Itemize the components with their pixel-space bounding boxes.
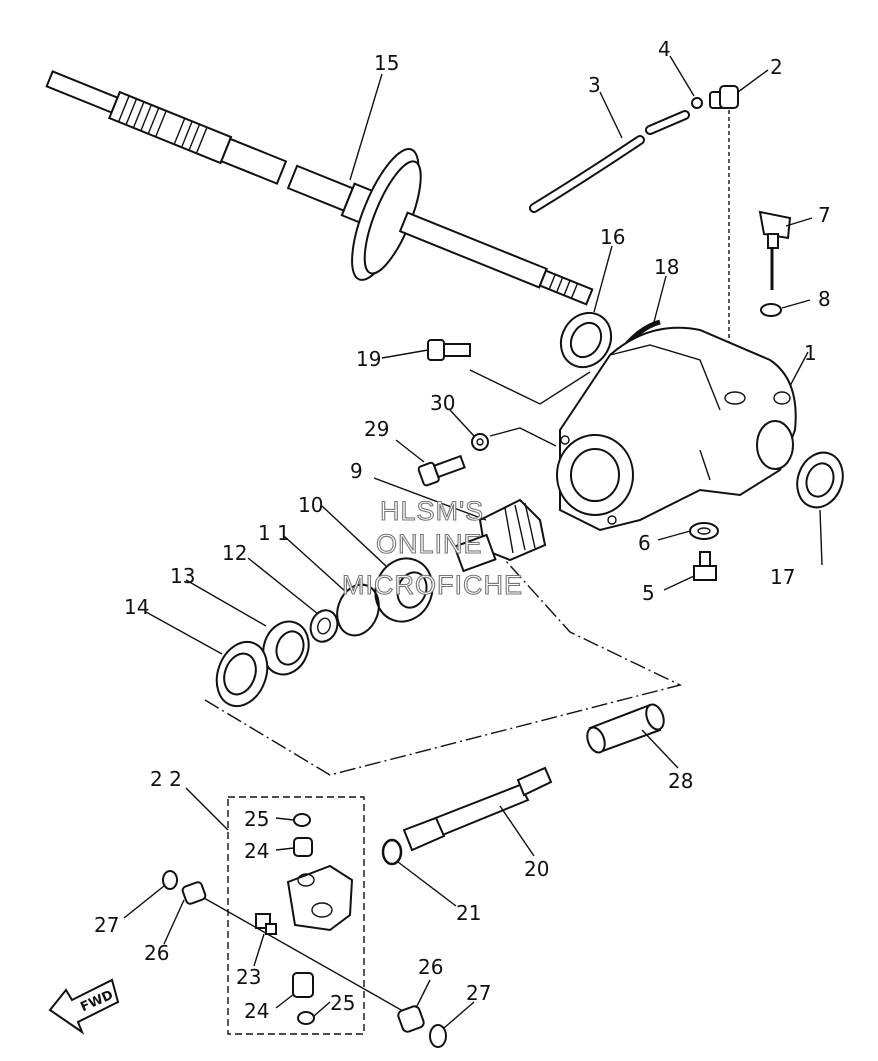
callout-27-right: 27 [466, 981, 491, 1005]
callout-19: 19 [356, 347, 381, 371]
callout-10: 10 [298, 493, 323, 517]
callout-7: 7 [818, 203, 831, 227]
bearing-cap-part-26-right [397, 1005, 425, 1033]
callout-28: 28 [668, 769, 693, 793]
assembly-guide-lines [204, 559, 683, 776]
bolt-part-29 [417, 454, 466, 487]
callout-24-top: 24 [244, 839, 269, 863]
callout-23: 23 [236, 965, 261, 989]
callout-27-left: 27 [94, 913, 119, 937]
filler-plug-part-7 [758, 210, 792, 290]
washer-part-30 [471, 427, 557, 451]
callout-17: 17 [770, 565, 795, 589]
watermark-line-1: HLSM'S [380, 496, 484, 526]
callout-21: 21 [456, 901, 481, 925]
universal-joint-assembly-part-22 [227, 796, 365, 1035]
callout-15: 15 [374, 51, 399, 75]
callout-16: 16 [600, 225, 625, 249]
o-ring-part-11 [336, 583, 380, 637]
breather-hose-part-3 [529, 110, 690, 213]
bearing-part-13 [262, 620, 310, 676]
callout-12: 12 [222, 541, 247, 565]
circlip-part-21 [381, 838, 403, 866]
callout-2: 2 [770, 55, 783, 79]
bearing-part-12 [309, 609, 339, 643]
callout-3: 3 [588, 73, 601, 97]
drive-shaft-part-20 [402, 766, 553, 852]
callout-6: 6 [638, 531, 651, 555]
callout-numbers: 15 3 4 2 7 8 1 16 18 19 30 29 9 10 1 1 1… [94, 37, 831, 1023]
gear-case-housing-part-1 [556, 326, 797, 532]
circlip-part-27-right [429, 1024, 447, 1048]
o-ring-part-8 [760, 303, 782, 317]
callout-1: 1 [804, 341, 817, 365]
callout-26-left: 26 [144, 941, 169, 965]
bearing-part-10 [374, 557, 434, 623]
bearing-cap-part-26-left [181, 881, 411, 1016]
callout-5: 5 [642, 581, 655, 605]
callout-25-top: 25 [244, 807, 269, 831]
callout-11: 1 1 [258, 521, 290, 545]
watermark-line-3: MICROFICHE [342, 570, 523, 600]
forward-direction-arrow: FWD [48, 978, 120, 1035]
callout-22: 2 2 [150, 767, 182, 791]
callout-9: 9 [350, 459, 363, 483]
callout-20: 20 [524, 857, 549, 881]
axle-shaft-part-15 [45, 70, 594, 306]
watermark: HLSM'S ONLINE MICROFICHE [341, 495, 523, 600]
callout-29: 29 [364, 417, 389, 441]
oil-seal-part-17 [796, 451, 844, 509]
callout-8: 8 [818, 287, 831, 311]
gasket-part-6 [689, 522, 719, 540]
hose-clip-part-4 [691, 97, 703, 109]
callout-13: 13 [170, 564, 195, 588]
lock-nut-part-14 [215, 640, 269, 708]
callout-26-right: 26 [418, 955, 443, 979]
circlip-part-27-left [162, 870, 178, 890]
watermark-line-2: ONLINE [376, 529, 483, 559]
callout-14: 14 [124, 595, 149, 619]
callout-30: 30 [430, 391, 455, 415]
callout-4: 4 [658, 37, 671, 61]
bolt-part-19 [427, 339, 591, 405]
oil-seal-part-16 [559, 311, 613, 369]
drain-plug-part-5 [693, 551, 717, 581]
callout-18: 18 [654, 255, 679, 279]
pinion-gear-part-9 [453, 498, 547, 573]
coupling-sleeve-part-28 [586, 703, 665, 754]
leader-lines [123, 55, 823, 1029]
callout-24-bottom: 24 [244, 999, 269, 1023]
callout-25-bottom: 25 [330, 991, 355, 1015]
